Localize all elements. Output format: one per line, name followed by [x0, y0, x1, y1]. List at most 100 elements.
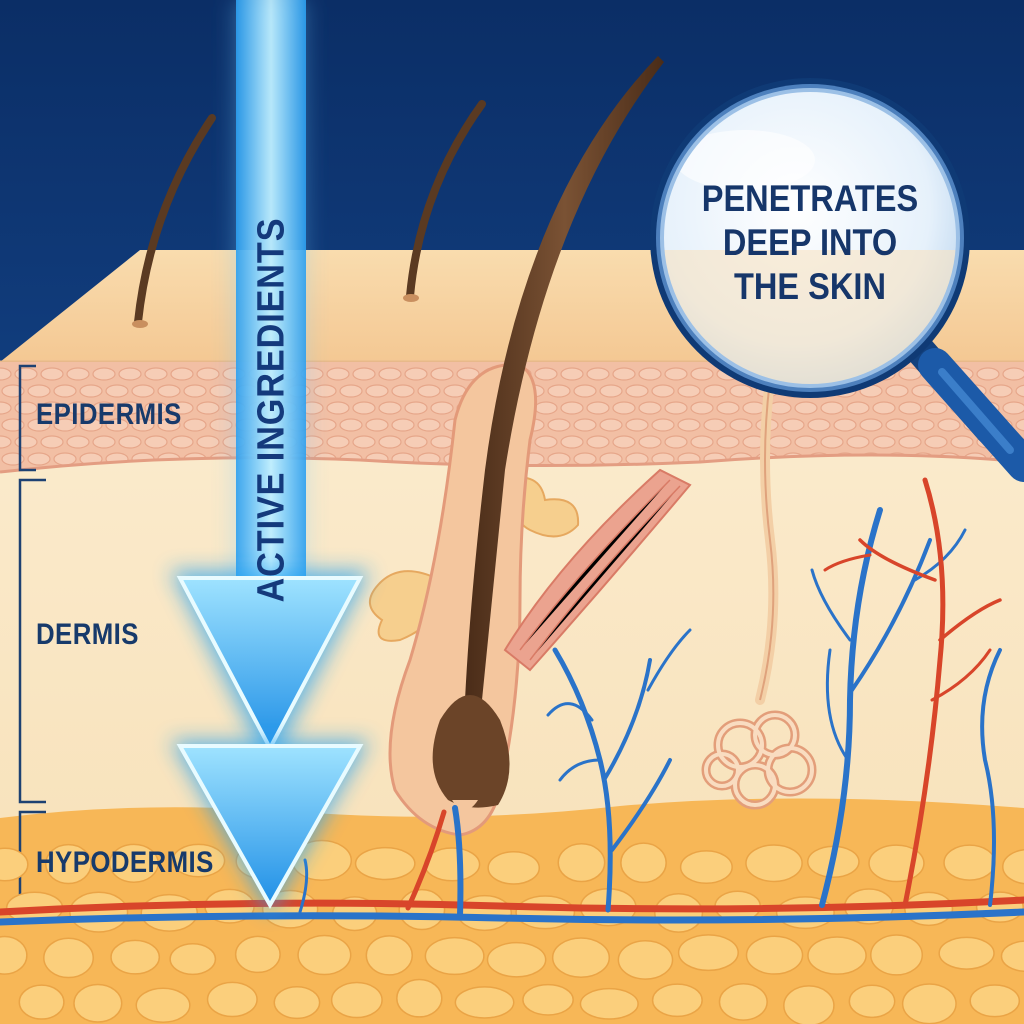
magnifier-caption-line: DEEP INTO [722, 222, 898, 263]
epidermis-label: EPIDERMIS [36, 398, 182, 431]
epidermis-cell [690, 435, 714, 449]
epidermis-cell [339, 418, 363, 432]
epidermis-cell [560, 367, 584, 381]
epidermis-cell [807, 418, 831, 432]
epidermis-cell [144, 367, 168, 381]
fat-cell [783, 985, 835, 1024]
epidermis-cell [430, 367, 454, 381]
epidermis-cell [1002, 401, 1024, 415]
epidermis-cell [417, 418, 441, 432]
epidermis-cell [378, 435, 402, 449]
hair-shaft [465, 56, 664, 700]
fat-cell [365, 935, 413, 976]
fat-cell [45, 843, 92, 885]
epidermis-cell [144, 401, 168, 415]
hypodermis-label: HYPODERMIS [36, 846, 214, 879]
epidermis-cell [66, 401, 90, 415]
fat-cell [234, 935, 281, 974]
fat-cell [870, 934, 924, 976]
epidermis-cell [430, 435, 454, 449]
epidermis-cell [352, 367, 376, 381]
epidermis-cell [664, 435, 688, 449]
epidermis-cell [716, 435, 740, 449]
epidermis-cell [417, 384, 441, 398]
fat-cell [679, 850, 733, 885]
fat-cell [487, 850, 541, 885]
epidermis-cell [456, 367, 480, 381]
fat-cell [18, 984, 65, 1020]
fat-cell [135, 987, 191, 1023]
fat-cell [486, 941, 547, 978]
fat-cell [807, 936, 867, 975]
fat-cell [677, 934, 739, 972]
fat-cell [904, 891, 954, 927]
epidermis-cell [898, 401, 922, 415]
dermis-label: DERMIS [36, 618, 139, 651]
epidermis-cell [183, 418, 207, 432]
magnifier-caption: PENETRATES DEEP INTO THE SKIN [678, 177, 942, 309]
fat-cell [0, 847, 29, 882]
epidermis-cell [586, 435, 610, 449]
epidermis-cell [872, 435, 896, 449]
epidermis-cell [170, 401, 194, 415]
epidermis-cell [729, 384, 753, 398]
epidermis-cell [53, 384, 77, 398]
epidermis-cell [664, 367, 688, 381]
epidermis-cell [846, 435, 870, 449]
epidermis-cell [0, 435, 12, 449]
epidermis-cell [157, 384, 181, 398]
epidermis-cell [599, 452, 623, 466]
epidermis-cell [924, 401, 948, 415]
epidermis-cell [326, 367, 350, 381]
epidermis-cell [378, 367, 402, 381]
epidermis-cell [326, 435, 350, 449]
epidermis-cell [92, 367, 116, 381]
epidermis-cell [534, 367, 558, 381]
epidermis-cell [14, 367, 38, 381]
epidermis-cell [196, 435, 220, 449]
fat-cell [169, 942, 217, 976]
fat-cell [110, 939, 161, 975]
fat-cell [522, 983, 574, 1016]
epidermis-cell [781, 418, 805, 432]
epidermis-cell [586, 401, 610, 415]
epidermis-cell [365, 384, 389, 398]
epidermis-cell [547, 418, 571, 432]
epidermis-cell [66, 367, 90, 381]
epidermis-cell [14, 401, 38, 415]
epidermis-cell [768, 435, 792, 449]
epidermis-cell [846, 401, 870, 415]
epidermis-cell [105, 384, 129, 398]
fat-cell [171, 843, 226, 878]
epidermis-cell [573, 384, 597, 398]
fat-cell [969, 984, 1021, 1018]
epidermis-cell [1002, 367, 1024, 381]
epidermis-cell [1, 384, 25, 398]
epidermis-cell [833, 418, 857, 432]
fat-cell [745, 844, 803, 883]
epidermis-cell [1, 418, 25, 432]
epidermis-cell [404, 435, 428, 449]
active-ingredients-label: ACTIVE INGREDIENTS [250, 217, 293, 603]
epidermis-cell [794, 401, 818, 415]
epidermis-cell [898, 435, 922, 449]
fat-cell [551, 937, 611, 978]
epidermis-cell [703, 384, 727, 398]
epidermis-cell [196, 367, 220, 381]
fat-cell [718, 983, 768, 1021]
artery-main [0, 896, 1024, 916]
epidermis-cell [1, 452, 25, 466]
epidermis-cell [157, 418, 181, 432]
fat-cell [330, 981, 383, 1019]
epidermis-cell [365, 418, 389, 432]
epidermis-cell [872, 401, 896, 415]
epidermis-cell [677, 418, 701, 432]
epidermis-cell [14, 435, 38, 449]
fat-cell [454, 986, 515, 1019]
epidermis-cell [885, 418, 909, 432]
fat-cell [273, 985, 321, 1020]
fat-cell [620, 842, 667, 884]
epidermis-cell [599, 418, 623, 432]
